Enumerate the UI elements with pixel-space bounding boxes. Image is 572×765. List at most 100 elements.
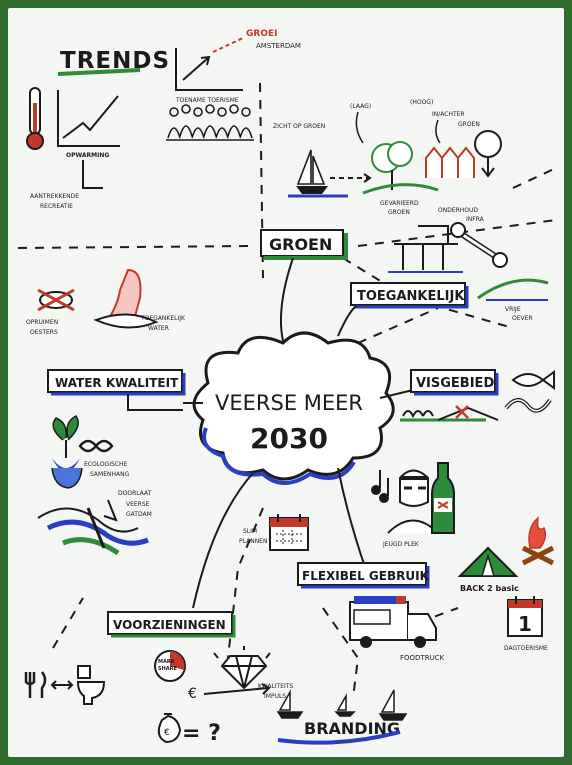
sprout-icon: [51, 415, 83, 489]
recreatie-label-1: AANTREKKENDE: [30, 193, 79, 200]
oesters-label-2: OESTERS: [30, 329, 58, 336]
hoog-label-1: (HOOG): [410, 99, 433, 106]
water-kwaliteit-box[interactable]: WATER KWALITEIT: [47, 369, 186, 396]
trends-section: TRENDS OPWARMING AANTREKKENDE RECREATIE …: [26, 29, 301, 210]
foot-icon: [93, 268, 159, 329]
toegankelijk-water-label-2: WATER: [148, 325, 169, 332]
branding-section[interactable]: BRANDING: [276, 689, 408, 745]
flexibel-label: FLEXIBEL GEBRUIK: [302, 569, 430, 583]
crowd-icon: [166, 104, 254, 141]
water-section: OPRUIMEN OESTERS TOEGANKELIJK WATER WATE…: [26, 268, 186, 556]
tree-icon-2: [474, 130, 502, 178]
visgebied-label: VISGEBIED: [416, 376, 494, 391]
visgebied-section: VISGEBIED: [400, 369, 555, 422]
kwaliteit-label-1: KWALITEITS: [258, 683, 293, 690]
sailboat-icon: [288, 149, 348, 198]
hoog-label-3: GROEN: [458, 121, 480, 128]
groen-box-label: GROEN: [269, 235, 332, 254]
branding-label: BRANDING: [304, 719, 400, 738]
recreatie-label-2: RECREATIE: [40, 203, 73, 210]
foodtruck-label: FOODTRUCK: [400, 654, 445, 662]
beach-huts-icon: [425, 146, 475, 178]
cutlery-icon: [24, 671, 47, 698]
euro-sign: €: [188, 686, 197, 702]
slim-label-2: PLANNEN: [239, 538, 267, 545]
wrench-icon: [450, 222, 508, 268]
thermometer-icon: [26, 87, 44, 150]
zicht-label: ZICHT OP GROEN: [273, 123, 325, 130]
euro-eq-label: = ?: [182, 721, 221, 746]
bridge-icon: [388, 225, 463, 273]
amsterdam-label: AMSTERDAM: [256, 42, 301, 50]
doorlaat-label-2: VEERSE: [126, 501, 150, 508]
campfire-icon: [521, 516, 555, 566]
oyster-icon: [37, 288, 75, 312]
foodtruck-icon: [349, 596, 437, 648]
tree-icon: [371, 141, 413, 190]
back2basic-label: BACK 2 basic: [460, 584, 519, 593]
money-bag-icon: €: [157, 713, 182, 744]
calendar-number: 1: [518, 612, 532, 636]
opwarming-label: OPWARMING: [66, 152, 109, 159]
diamond-icon: [213, 646, 271, 690]
pie-share-icon: MARK SHARE: [154, 650, 186, 682]
voorzieningen-section: VOORZIENINGEN MARK SHARE KWALITEITS IMPU…: [24, 611, 293, 746]
fish-icon: [511, 370, 555, 390]
swap-arrow-icon: [50, 680, 74, 690]
dagtoerisme-label: DAGTOERISME: [504, 645, 548, 652]
cloud-connectors: [183, 257, 414, 609]
central-cloud[interactable]: VEERSE MEER 2030: [192, 331, 395, 485]
onderhoud-label-1: ONDERHOUD: [438, 207, 478, 214]
laag-label: (LAAG): [350, 103, 371, 110]
gevarieerd-label-1: GEVARIEERD: [380, 200, 419, 207]
jeugd-label: JEUGD PLEK: [382, 541, 420, 548]
guitar-icon: [371, 470, 389, 503]
bag-euro-sign: €: [164, 728, 170, 738]
gevarieerd-label-2: GROEN: [388, 209, 410, 216]
vrije-label-2: OEVER: [512, 315, 533, 322]
toegankelijk-box-label: TOEGANKELIJK: [357, 289, 465, 304]
toilet-icon: [76, 665, 106, 705]
ecologisch-label-2: SAMENHANG: [90, 471, 130, 478]
tent-icon: [457, 546, 519, 577]
water-kwaliteit-label: WATER KWALITEIT: [55, 376, 179, 390]
mark-share-label-2: SHARE: [158, 666, 178, 672]
slim-label-1: SLIM: [243, 528, 257, 535]
toename-label: TOENAME TOERISME: [175, 97, 239, 104]
bottle-icon: [431, 462, 455, 534]
voorzieningen-box[interactable]: VOORZIENINGEN: [107, 611, 236, 638]
mark-share-label-1: MARK: [158, 659, 176, 665]
sailboat-small-icon-1: [276, 689, 304, 719]
groen-box[interactable]: GROEN: [260, 229, 348, 260]
vrije-label-1: VRIJE: [505, 306, 521, 313]
sketchnote-canvas: TRENDS OPWARMING AANTREKKENDE RECREATIE …: [17, 29, 557, 746]
kwaliteit-label-2: IMPULS: [264, 693, 286, 700]
central-title-line2: 2030: [250, 422, 328, 455]
onderhoud-label-2: INFRA: [466, 216, 485, 223]
ecologisch-label-1: ECOLOGISCHE: [84, 461, 127, 468]
sailboat-small-icon-3: [378, 689, 408, 721]
infinity-icon: [78, 439, 114, 453]
visgebied-box[interactable]: VISGEBIED: [410, 369, 499, 396]
doorlaat-label-3: GATDAM: [126, 511, 152, 518]
whiteboard: TRENDS OPWARMING AANTREKKENDE RECREATIE …: [8, 8, 564, 757]
growth-arrow-icon: [175, 37, 244, 91]
voorzieningen-label: VOORZIENINGEN: [113, 618, 226, 632]
hoog-label-2: IN/ACHTER: [432, 111, 465, 118]
sailboat-small-icon-2: [334, 693, 356, 717]
eel-icon: [504, 398, 552, 413]
groen-section: ZICHT OP GROEN (LAAG) GEVARIEERD GROEN (…: [260, 99, 508, 273]
person-icon: [387, 469, 439, 534]
toegankelijk-section: TOEGANKELIJK VRIJE OEVER: [350, 278, 549, 322]
growth-chart-icon: [57, 90, 120, 147]
groei-label: GROEI: [246, 29, 277, 39]
dam-icon: [37, 499, 149, 556]
central-title-line1: VEERSE MEER: [215, 391, 363, 415]
day-calendar-icon: 1: [507, 596, 543, 637]
pier-icon: [400, 405, 499, 422]
toegankelijk-box[interactable]: TOEGANKELIJK: [350, 282, 469, 309]
calendar-icon: [269, 514, 309, 551]
doorlaat-label-1: DOORLAAT: [118, 490, 152, 497]
flexibel-section: SLIM PLANNEN JEUGD PLEK FLEXIBEL GEBRUIK: [239, 462, 555, 662]
flexibel-box[interactable]: FLEXIBEL GEBRUIK: [297, 562, 430, 589]
